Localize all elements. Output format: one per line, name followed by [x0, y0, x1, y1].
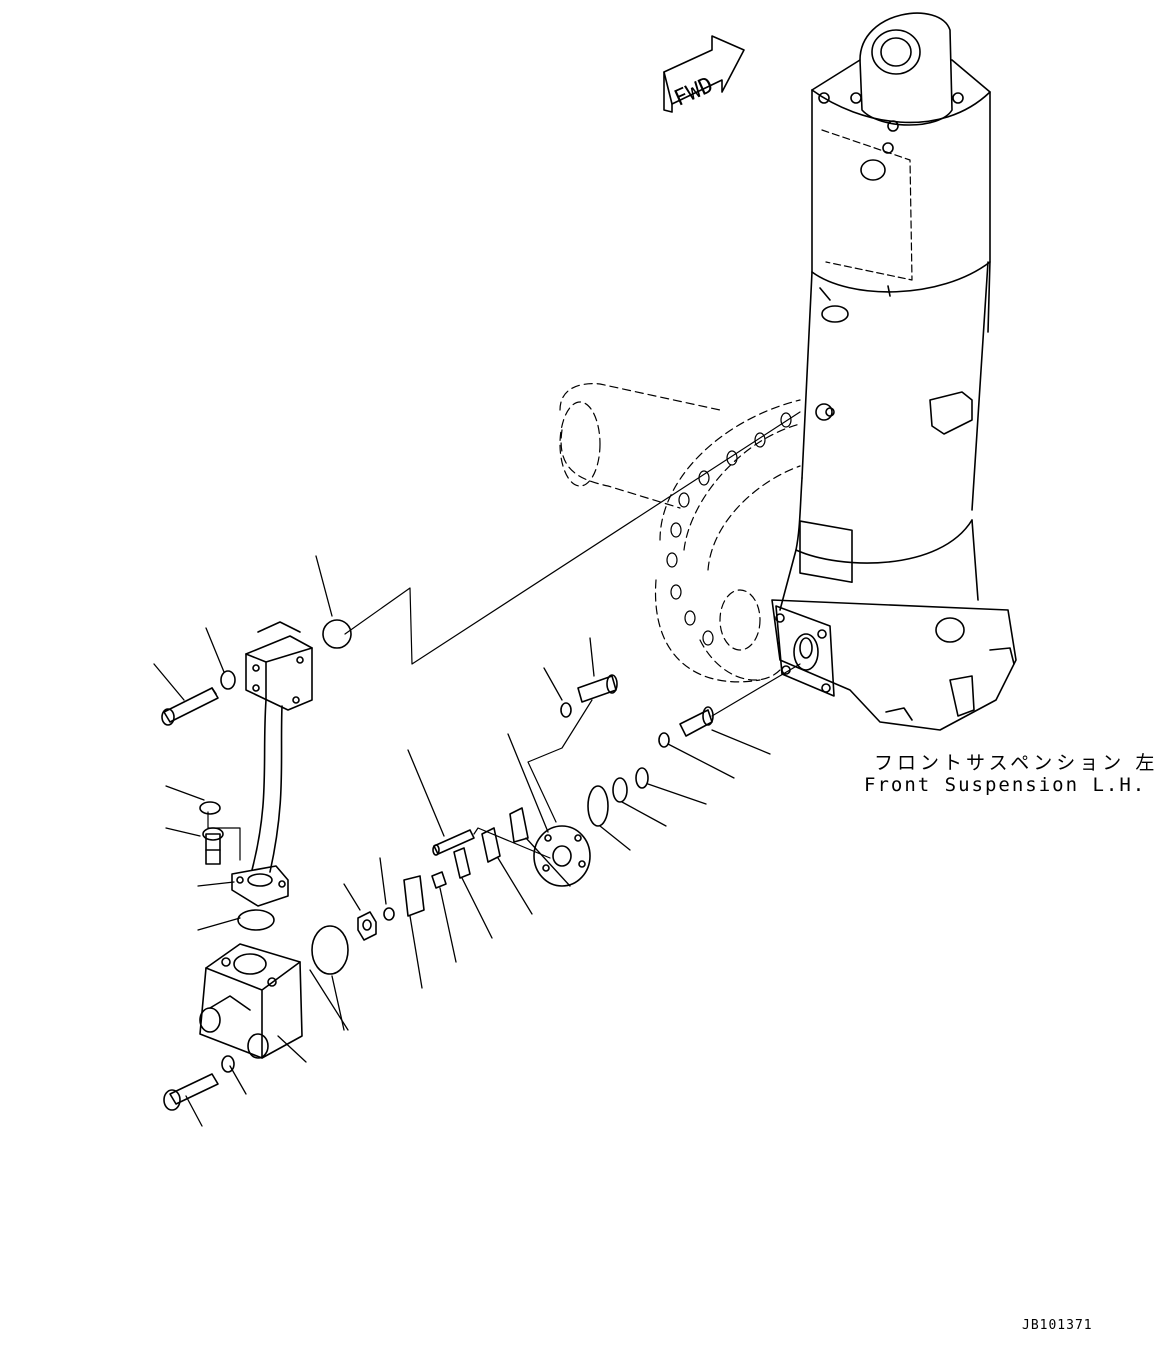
- shim-plate-3: [482, 828, 500, 862]
- shim-plate-4: [510, 808, 528, 842]
- shim-plate-2: [454, 848, 470, 878]
- washer-upper-left: [221, 671, 235, 689]
- leader-pin: [474, 828, 550, 858]
- leader-disc-bolt: [528, 700, 592, 822]
- washer-right-2: [636, 768, 648, 788]
- washer-middle: [561, 703, 571, 717]
- o-ring-large: [312, 926, 348, 974]
- leader-bolt-cylinder: [712, 664, 800, 716]
- flanged-disc: [534, 826, 590, 886]
- fwd-arrow-icon: FWD: [664, 36, 744, 112]
- nut-washer: [384, 908, 394, 920]
- shim-clip: [432, 872, 446, 888]
- washer-left: [200, 802, 220, 814]
- washer-lower-left: [222, 1056, 234, 1072]
- assembly-label-english: Front Suspension L.H.: [864, 774, 1147, 796]
- bolt-middle: [578, 675, 617, 702]
- drawing-code: JB101371: [1022, 1318, 1093, 1333]
- leader-oring-to-cylinder: [345, 412, 800, 664]
- bolt-vertical-left: [203, 828, 223, 864]
- bolt-upper-left: [162, 688, 218, 725]
- shim-plate-1: [404, 876, 424, 916]
- dowel-pin: [433, 830, 474, 855]
- axle-housing-dashed: [560, 384, 800, 682]
- assembly-label-japanese: フロントサスペンション 左: [874, 752, 1159, 774]
- bolt-lower-left: [164, 1074, 218, 1110]
- mounting-bracket: [200, 944, 302, 1058]
- o-ring-bracket: [238, 910, 274, 930]
- o-ring-upper: [323, 620, 351, 648]
- washer-right-1: [613, 778, 627, 802]
- bolt-right: [680, 707, 713, 736]
- nut: [358, 912, 376, 940]
- spacer-disc: [588, 786, 608, 826]
- axle-flange-holes: [667, 413, 791, 645]
- washer-right-3: [659, 733, 669, 747]
- callout-leaders: [154, 556, 770, 1126]
- hydraulic-pipe: [232, 622, 312, 906]
- suspension-cylinder: [772, 13, 1016, 730]
- leader-washer-pipe: [208, 812, 240, 860]
